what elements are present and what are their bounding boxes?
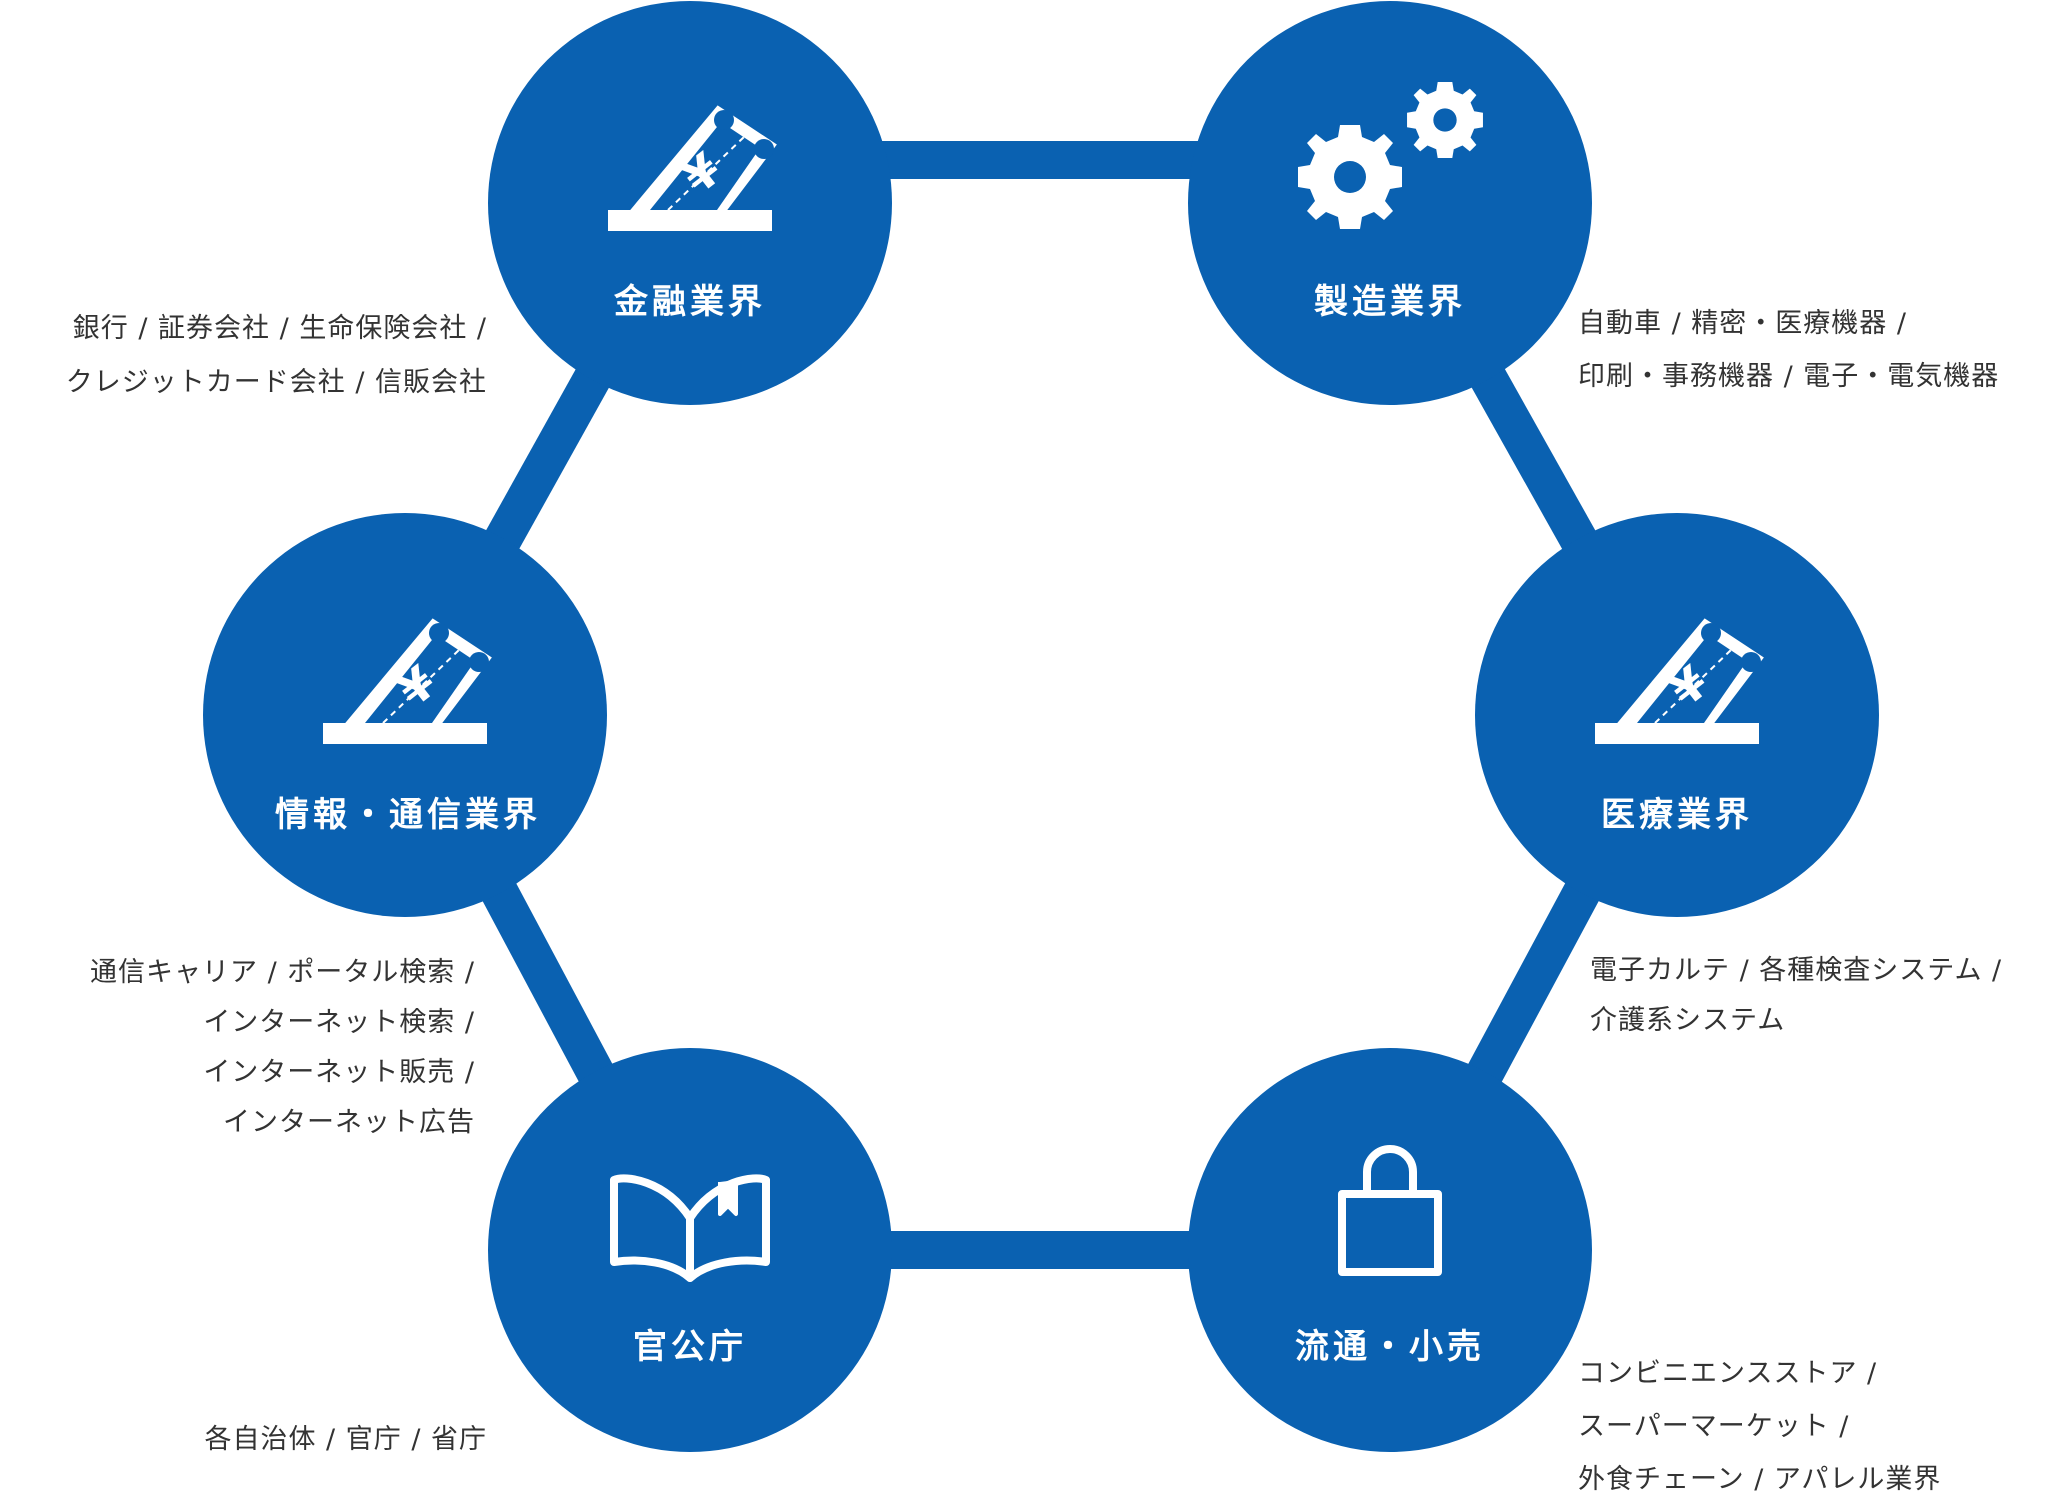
description-line: 各自治体 / 官庁 / 省庁	[204, 1424, 487, 1455]
node-it: 情報・通信業界	[203, 513, 607, 917]
manufacturing-description: 自動車 / 精密・医療機器 / 印刷・事務機器 / 電子・電気機器	[1578, 297, 1999, 403]
description-line: スーパーマーケット /	[1578, 1411, 1850, 1442]
node-label: 医療業界	[1601, 795, 1753, 835]
government-description: 各自治体 / 官庁 / 省庁	[204, 1413, 487, 1466]
description-line: 自動車 / 精密・医療機器 /	[1578, 308, 1907, 339]
node-label: 製造業界	[1314, 282, 1466, 322]
node-label: 情報・通信業界	[275, 795, 541, 835]
description-line: インターネット検索 /	[203, 1007, 475, 1038]
description-line: 通信キャリア / ポータル検索 /	[90, 957, 475, 988]
node-label: 流通・小売	[1295, 1327, 1485, 1367]
node-retail: 流通・小売	[1188, 1048, 1592, 1452]
description-line: 電子カルテ / 各種検査システム /	[1590, 955, 2003, 986]
node-circle	[1188, 1, 1592, 405]
description-line: インターネット販売 /	[203, 1057, 475, 1088]
open-book-icon	[610, 1174, 770, 1282]
node-label: 官公庁	[633, 1327, 747, 1367]
description-line: インターネット広告	[223, 1107, 475, 1138]
it-description: 通信キャリア / ポータル検索 / インターネット検索 / インターネット販売 …	[90, 948, 475, 1148]
node-circle	[1188, 1048, 1592, 1452]
description-line: クレジットカード会社 / 信販会社	[65, 367, 487, 398]
node-finance: 金融業界	[488, 1, 892, 405]
node-medical: 医療業界	[1475, 513, 1879, 917]
retail-description: コンビニエンスストア / スーパーマーケット / 外食チェーン / アパレル業界	[1578, 1347, 1941, 1506]
description-line: 外食チェーン / アパレル業界	[1578, 1464, 1942, 1495]
node-government: 官公庁	[488, 1048, 892, 1452]
finance-description: 銀行 / 証券会社 / 生命保険会社 / クレジットカード会社 / 信販会社	[66, 302, 487, 410]
node-label: 金融業界	[613, 282, 766, 322]
description-line: コンビニエンスストア /	[1578, 1358, 1878, 1389]
node-manufacturing: 製造業界	[1188, 1, 1592, 405]
description-line: 銀行 / 証券会社 / 生命保険会社 /	[72, 313, 487, 344]
description-line: 印刷・事務機器 / 電子・電気機器	[1578, 361, 2000, 392]
description-line: 介護系システム	[1590, 1005, 1786, 1036]
shopping-bag-icon	[1338, 1145, 1442, 1276]
medical-description: 電子カルテ / 各種検査システム / 介護系システム	[1590, 946, 2002, 1046]
